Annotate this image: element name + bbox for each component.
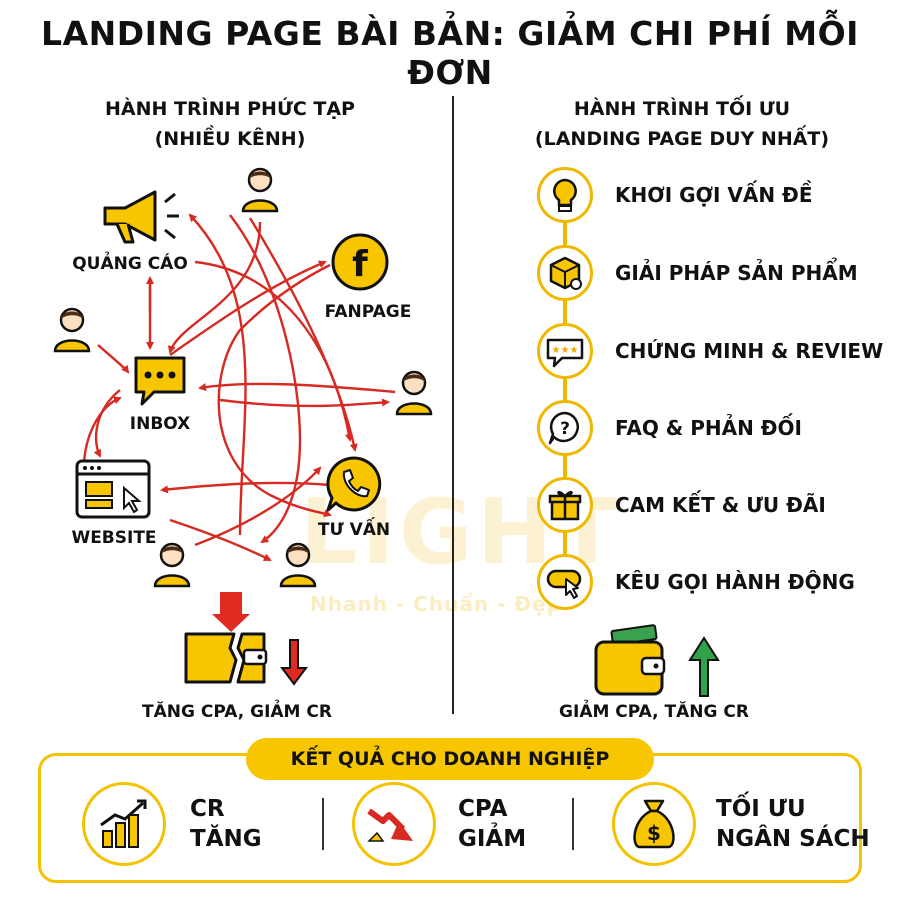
brand-watermark-tagline: Nhanh - Chuẩn - Đẹp [310,592,562,616]
right-heading: HÀNH TRÌNH TỐI ƯU (LANDING PAGE DUY NHẤT… [534,98,830,150]
results-heading: KẾT QUẢ CHO DOANH NGHIỆP [246,738,654,780]
person-icon [279,542,317,588]
node-consult-label: TƯ VẤN [317,520,391,540]
broken-wallet-icon [184,592,308,686]
phone-chat-icon [326,456,382,512]
left-heading: HÀNH TRÌNH PHỨC TẠP (NHIỀU KÊNH) [105,98,355,150]
step-1-label: KHƠI GỢI VẤN ĐỀ [615,183,813,207]
step-4-label: FAQ & PHẢN ĐỐI [615,416,802,440]
step-5-label: CAM KẾT & ƯU ĐÃI [615,493,826,517]
person-icon [53,307,91,353]
complex-journey-arrows [82,213,396,562]
page-title: LANDING PAGE BÀI BẢN: GIẢM CHI PHÍ MỖI Đ… [41,14,859,92]
growth-chart-icon [82,782,166,866]
node-website-label: WEBSITE [71,528,157,548]
step-2-label: GIẢI PHÁP SẢN PHẨM [615,261,858,285]
result-cr-label: CR TĂNG [190,796,262,852]
facebook-icon: f [331,233,389,291]
svg-text:$: $ [647,821,661,845]
right-result-label: GIẢM CPA, TĂNG CR [559,702,749,722]
wallet-up-icon [594,624,720,697]
money-bag-icon: $ [612,782,696,866]
megaphone-icon [103,190,179,244]
result-separator [322,798,324,850]
svg-text:f: f [352,244,368,285]
step-review-stars-icon: ★★★ [537,323,593,379]
step-question-bubble-icon: ? [537,400,593,456]
result-budget-label: TỐI ƯU NGÂN SÁCH [716,796,870,852]
column-divider [452,96,454,714]
chat-bubble-icon [134,356,186,406]
step-gift-icon [537,477,593,533]
svg-text:★★★: ★★★ [552,345,579,356]
person-icon [153,542,191,588]
node-fanpage-label: FANPAGE [324,302,412,322]
step-lightbulb-icon [537,167,593,223]
result-separator [572,798,574,850]
node-ads-label: QUẢNG CÁO [72,254,188,274]
step-3-label: CHỨNG MINH & REVIEW [615,339,884,363]
node-inbox-label: INBOX [129,414,191,434]
step-product-box-icon [537,245,593,301]
website-window-icon [75,459,151,519]
decline-arrow-icon [352,782,436,866]
svg-text:?: ? [560,419,570,439]
left-result-label: TĂNG CPA, GIẢM CR [142,702,332,722]
person-icon [395,370,433,416]
step-6-label: KÊU GỌI HÀNH ĐỘNG [615,570,855,594]
step-click-button-icon [537,554,593,610]
result-cpa-label: CPA GIẢM [458,796,527,852]
person-icon [241,167,279,213]
